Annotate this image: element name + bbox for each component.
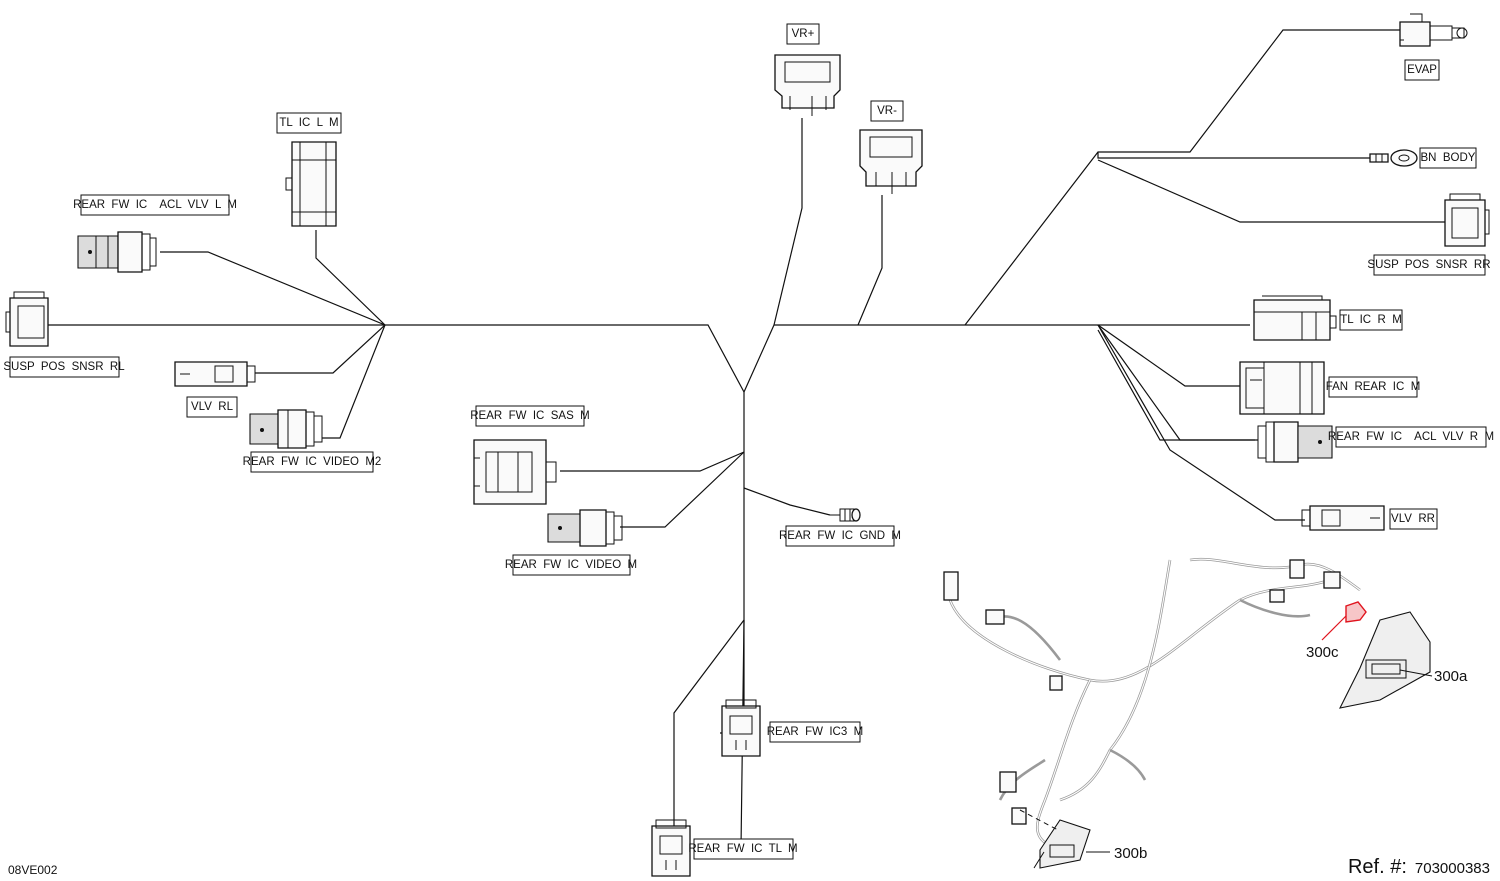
label-rear-fw-ic-tl-m: REAR FW IC TL M — [688, 838, 798, 860]
label-tl-ic-l-m: TL IC L M — [276, 112, 342, 134]
connector-video-m — [547, 509, 623, 547]
svg-text:REAR FW IC VIDEO M2: REAR FW IC VIDEO M2 — [243, 456, 382, 468]
label-vr-minus: VR- — [870, 100, 904, 122]
label-fan-rear-ic-m: FAN REAR IC M — [1326, 376, 1421, 398]
label-rear-fw-ic-sas-m: REAR FW IC SAS M — [470, 405, 590, 427]
reference-number: Ref. #: 703000383 — [1348, 856, 1490, 879]
connector-sas-m — [473, 439, 557, 505]
svg-text:REAR FW IC SAS M: REAR FW IC SAS M — [470, 410, 589, 422]
connector-susp-pos-snsr-rr — [1444, 193, 1490, 247]
svg-text:REAR FW IC ACL VLV R M: REAR FW IC ACL VLV R M — [1328, 431, 1494, 443]
callout-300a: 300a — [1434, 668, 1468, 685]
bracket-300b — [1019, 809, 1110, 869]
svg-text:VLV RR: VLV RR — [1391, 513, 1435, 525]
label-bn-body: BN BODY — [1419, 147, 1477, 169]
svg-text:TL IC R M: TL IC R M — [1340, 314, 1402, 326]
callout-300b: 300b — [1114, 845, 1147, 862]
connector-gnd-m — [830, 508, 861, 522]
svg-text:TL IC L M: TL IC L M — [279, 117, 338, 129]
svg-text:FAN REAR IC M: FAN REAR IC M — [1326, 381, 1421, 393]
connector-vr-plus — [774, 54, 841, 116]
connector-vlv-rl — [174, 361, 256, 387]
connector-tl-ic-r-m — [1253, 295, 1337, 341]
connector-acl-vlv-l — [77, 231, 157, 273]
label-vlv-rl: VLV RL — [186, 396, 238, 418]
label-rear-fw-ic-video-m: REAR FW IC VIDEO M — [505, 554, 637, 576]
svg-text:VLV RL: VLV RL — [191, 401, 234, 413]
svg-text:REAR FW IC GND M: REAR FW IC GND M — [779, 530, 901, 542]
svg-text:SUSP POS SNSR RR: SUSP POS SNSR RR — [1367, 259, 1490, 271]
harness-illustration — [943, 557, 1433, 869]
label-tl-ic-r-m: TL IC R M — [1339, 309, 1403, 331]
connector-susp-pos-snsr-rl — [5, 291, 49, 347]
diagram-code: 08VE002 — [8, 863, 58, 877]
svg-text:EVAP: EVAP — [1407, 64, 1437, 76]
svg-text:VR-: VR- — [877, 105, 897, 117]
label-rear-fw-ic-acl-vlv-l-m: REAR FW IC ACL VLV L M — [73, 194, 237, 216]
svg-text:REAR FW IC3 M: REAR FW IC3 M — [767, 726, 863, 738]
connector-tl-m — [651, 819, 691, 877]
label-rear-fw-ic-gnd-m: REAR FW IC GND M — [779, 525, 901, 547]
label-vr-plus: VR+ — [786, 23, 820, 45]
part-300c-highlight — [1345, 601, 1367, 623]
label-rear-fw-ic3-m: REAR FW IC3 M — [767, 721, 863, 743]
connector-ic3-m — [721, 699, 761, 757]
svg-text:SUSP POS SNSR RL: SUSP POS SNSR RL — [3, 361, 125, 373]
bracket-300a — [1339, 611, 1433, 709]
svg-text:BN BODY: BN BODY — [1421, 152, 1476, 164]
label-susp-pos-snsr-rl: SUSP POS SNSR RL — [3, 356, 125, 378]
connector-vlv-rr — [1301, 505, 1385, 531]
connector-video-m2 — [249, 409, 323, 449]
connector-fan-rear-ic-m — [1239, 361, 1325, 415]
label-susp-pos-snsr-rr: SUSP POS SNSR RR — [1367, 254, 1491, 276]
connector-acl-vlv-r — [1257, 421, 1333, 463]
svg-text:REAR FW IC ACL VLV L M: REAR FW IC ACL VLV L M — [73, 199, 237, 211]
label-vlv-rr: VLV RR — [1389, 508, 1438, 530]
ref-number-value: 703000383 — [1414, 860, 1490, 877]
label-evap: EVAP — [1404, 59, 1440, 81]
svg-text:VR+: VR+ — [792, 28, 815, 40]
ref-prefix: Ref. #: — [1347, 856, 1407, 878]
connector-evap — [1399, 13, 1468, 47]
connector-bn-body — [1369, 149, 1418, 167]
svg-text:REAR FW IC TL M: REAR FW IC TL M — [688, 843, 797, 855]
label-rear-fw-ic-video-m2: REAR FW IC VIDEO M2 — [243, 451, 382, 473]
svg-text:REAR FW IC VIDEO M: REAR FW IC VIDEO M — [505, 559, 637, 571]
callout-300c: 300c — [1306, 644, 1339, 661]
label-rear-fw-ic-acl-vlv-r-m: REAR FW IC ACL VLV R M — [1328, 426, 1494, 448]
connector-tl-ic-l-m — [285, 141, 337, 227]
connector-vr-minus — [859, 129, 923, 194]
